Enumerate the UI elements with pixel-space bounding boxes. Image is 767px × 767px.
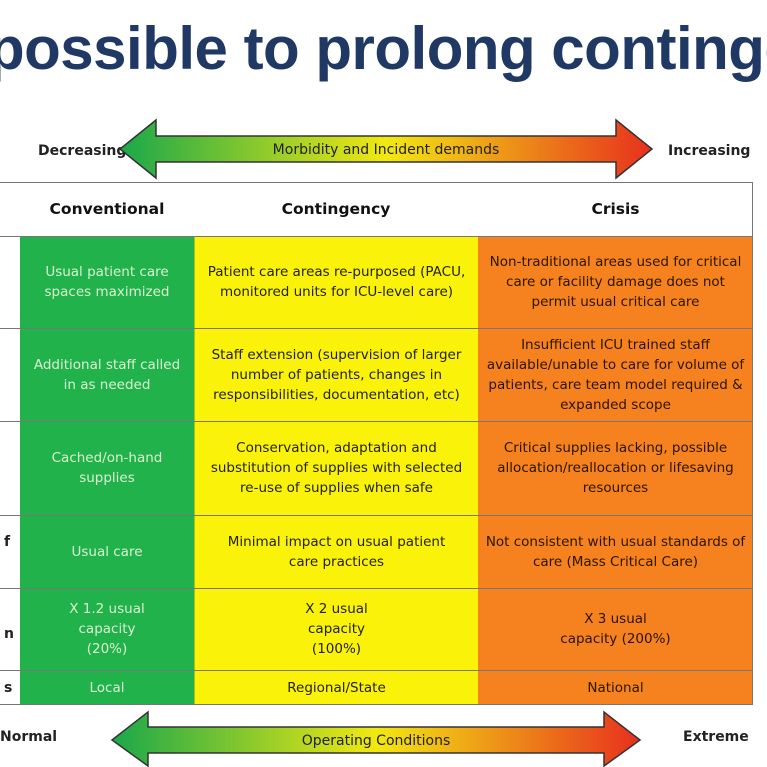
header-contingency: Contingency [194, 182, 478, 236]
cell-staff-crisis: Insufficient ICU trained staff available… [478, 328, 753, 421]
grid-line [0, 421, 753, 422]
cell-level-conventional: Local [20, 670, 194, 705]
top-right-label: Increasing [668, 143, 751, 159]
bottom-right-label: Extreme [683, 729, 749, 745]
cell-space-contingency: Patient care areas re-purposed (PACU, mo… [194, 236, 478, 328]
bottom-left-label: Normal [0, 729, 58, 745]
row-label-fragment: f [4, 534, 11, 550]
grid-line [0, 588, 753, 589]
cell-supplies-contingency: Conservation, adaptation and substitutio… [194, 421, 478, 515]
cell-capacity-crisis: X 3 usual capacity (200%) [478, 588, 753, 670]
cell-staff-contingency: Staff extension (supervision of larger n… [194, 328, 478, 421]
cell-care-crisis: Not consistent with usual standards of c… [478, 515, 753, 588]
cell-capacity-conventional: X 1.2 usual capacity (20%) [20, 588, 194, 670]
cell-supplies-crisis: Critical supplies lacking, possible allo… [478, 421, 753, 515]
bottom-gradient-arrow: Operating Conditions [110, 710, 642, 767]
grid-line [0, 182, 753, 183]
cell-space-conventional: Usual patient care spaces maximized [20, 236, 194, 328]
grid-line [0, 704, 753, 705]
header-conventional: Conventional [20, 182, 194, 236]
cell-space-crisis: Non-traditional areas used for critical … [478, 236, 753, 328]
top-arrow-label: Morbidity and Incident demands [273, 142, 500, 158]
cell-care-contingency: Minimal impact on usual patient care pra… [194, 515, 478, 588]
cell-supplies-conventional: Cached/on-hand supplies [20, 421, 194, 515]
cell-level-crisis: National [478, 670, 753, 705]
top-left-label: Decreasing [38, 143, 127, 159]
row-label-fragment: n [4, 626, 14, 642]
cell-care-conventional: Usual care [20, 515, 194, 588]
cell-capacity-contingency: X 2 usual capacity (100%) [194, 588, 478, 670]
grid-line [0, 670, 753, 671]
standards-of-care-table: Conventional Contingency Crisis Usual pa… [0, 182, 753, 705]
grid-line [0, 236, 753, 237]
top-gradient-arrow: Morbidity and Incident demands [118, 118, 654, 180]
slide-title: possible to prolong continge [0, 15, 767, 82]
grid-line [0, 328, 753, 329]
grid-line [752, 182, 753, 705]
cell-level-contingency: Regional/State [194, 670, 478, 705]
grid-line [0, 515, 753, 516]
header-crisis: Crisis [478, 182, 753, 236]
row-label-fragment: s [4, 680, 13, 696]
cell-staff-conventional: Additional staff called in as needed [20, 328, 194, 421]
bottom-arrow-label: Operating Conditions [302, 733, 451, 749]
